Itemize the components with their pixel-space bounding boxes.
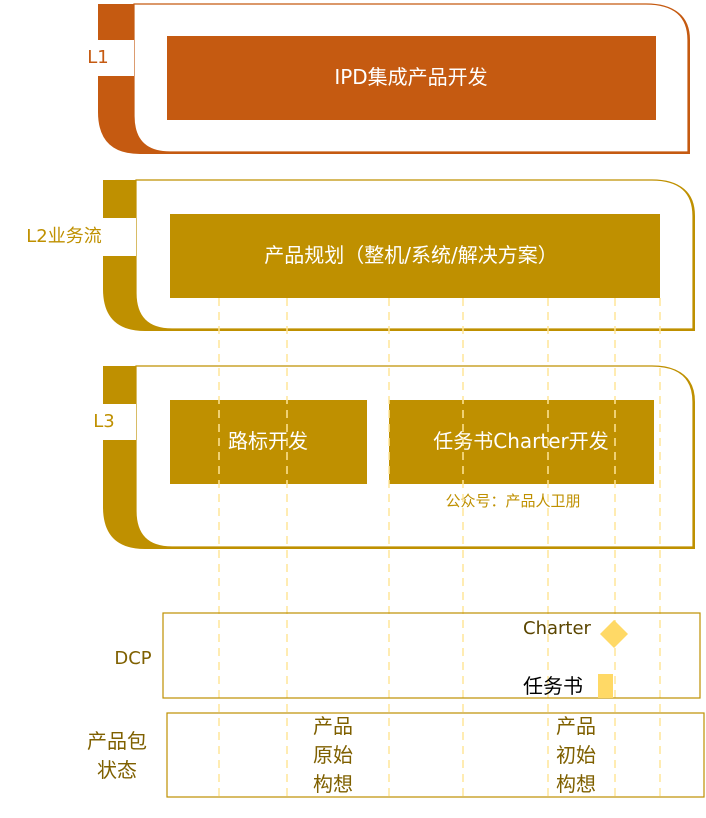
package-status-track [166,712,705,798]
l3-charter-box-label: 任务书Charter开发 [433,429,609,453]
l3-roadmap-box-label: 路标开发 [228,429,308,453]
status-right-line3: 构想 [556,772,596,796]
l1-label-tab [82,40,134,76]
l1-ipd-box [167,36,656,120]
dcp-task-label: 任务书 [523,674,583,698]
dcp-charter-label: Charter [523,618,592,639]
l3-level-label: L3 [93,411,114,432]
l2-frame: L2业务流 产品规划（整机/系统/解决方案） [4,179,695,331]
dcp-row: DCP Charter 任务书 [114,612,701,699]
l2-label-tab [4,218,136,256]
status-left-line2: 原始 [313,743,353,767]
l1-ipd-box-label: IPD集成产品开发 [334,65,487,89]
status-right-line1: 产品 [556,714,596,738]
l1-level-label: L1 [87,47,108,68]
dcp-label: DCP [114,648,151,669]
l3-frame: L3 路标开发 任务书Charter开发 公众号：产品人卫朋 [76,365,695,549]
package-status-label-line2: 状态 [97,758,137,782]
task-marker [598,674,613,698]
l2-planning-box-label: 产品规划（整机/系统/解决方案） [264,243,557,267]
watermark-text: 公众号：产品人卫朋 [445,492,580,510]
l2-level-label: L2业务流 [26,226,101,247]
l2-planning-box [170,214,660,298]
l3-charter-box [389,400,654,484]
l1-frame: L1 IPD集成产品开发 [82,3,690,154]
l3-label-tab [76,404,136,440]
package-status-label-line1: 产品包 [87,729,147,753]
dcp-track [162,612,701,699]
package-status-row: 产品包 状态 产品 原始 构想 产品 初始 构想 [87,712,705,798]
status-left-line3: 构想 [313,772,353,796]
status-right-line2: 初始 [556,743,596,767]
status-left-line1: 产品 [313,714,353,738]
charter-diamond-marker [600,620,628,648]
l3-roadmap-box [170,400,367,484]
